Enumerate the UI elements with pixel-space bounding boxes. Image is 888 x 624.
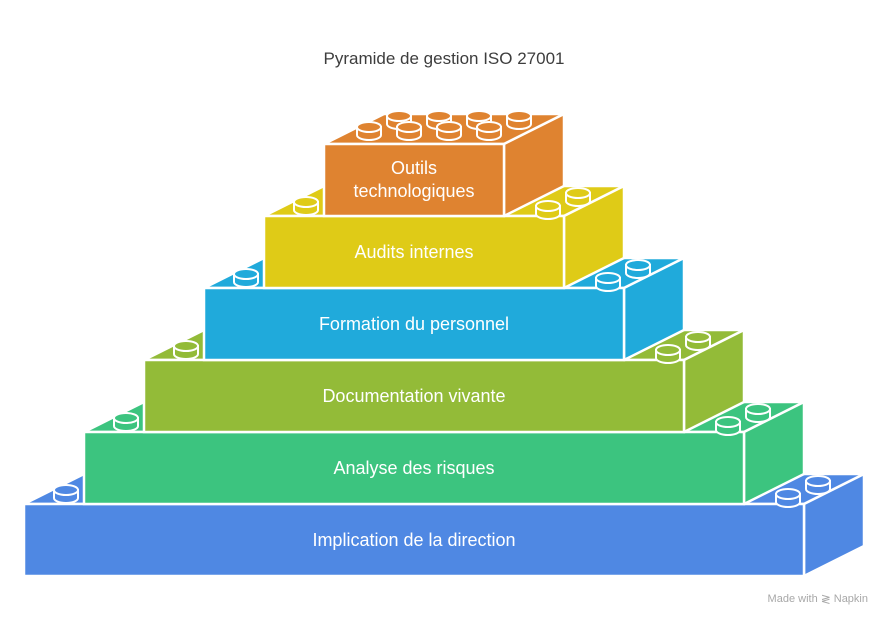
stud bbox=[655, 344, 681, 364]
studs-level-5 bbox=[293, 187, 591, 220]
credit-text: Made with bbox=[767, 593, 818, 605]
stud bbox=[476, 121, 502, 141]
stud bbox=[506, 110, 532, 130]
stud bbox=[745, 403, 771, 423]
stud bbox=[113, 412, 139, 432]
stud bbox=[356, 121, 382, 141]
studs-level-1 bbox=[53, 475, 831, 508]
studs-level-4 bbox=[233, 259, 651, 292]
stud bbox=[535, 200, 561, 220]
brick-label: Audits internes bbox=[354, 241, 474, 262]
made-with-napkin: Made with ≷ Napkin bbox=[768, 592, 868, 606]
stud bbox=[595, 272, 621, 292]
napkin-logo-icon: ≷ bbox=[820, 592, 831, 606]
stud bbox=[233, 268, 259, 288]
stud bbox=[625, 259, 651, 279]
diagram-title: Pyramide de gestion ISO 27001 bbox=[323, 49, 565, 68]
stud bbox=[685, 331, 711, 351]
stud bbox=[396, 121, 422, 141]
brick-level-6 bbox=[322, 112, 566, 218]
brick-label: Analyse des risques bbox=[333, 457, 495, 478]
stud bbox=[565, 187, 591, 207]
studs-level-6 bbox=[356, 110, 532, 141]
studs-level-3 bbox=[173, 331, 711, 364]
brick-label: Formation du personnel bbox=[318, 313, 510, 334]
stud bbox=[53, 484, 79, 504]
stud bbox=[715, 416, 741, 436]
stud bbox=[436, 121, 462, 141]
credit-brand: Napkin bbox=[833, 593, 868, 605]
brick-label: Implication de la direction bbox=[312, 529, 516, 550]
brick-label: Documentation vivante bbox=[322, 385, 506, 406]
stud bbox=[805, 475, 831, 495]
brick-label: Outils technologiques bbox=[353, 158, 475, 201]
stud bbox=[173, 340, 199, 360]
stud bbox=[775, 488, 801, 508]
studs-level-2 bbox=[113, 403, 771, 436]
stud bbox=[293, 196, 319, 216]
